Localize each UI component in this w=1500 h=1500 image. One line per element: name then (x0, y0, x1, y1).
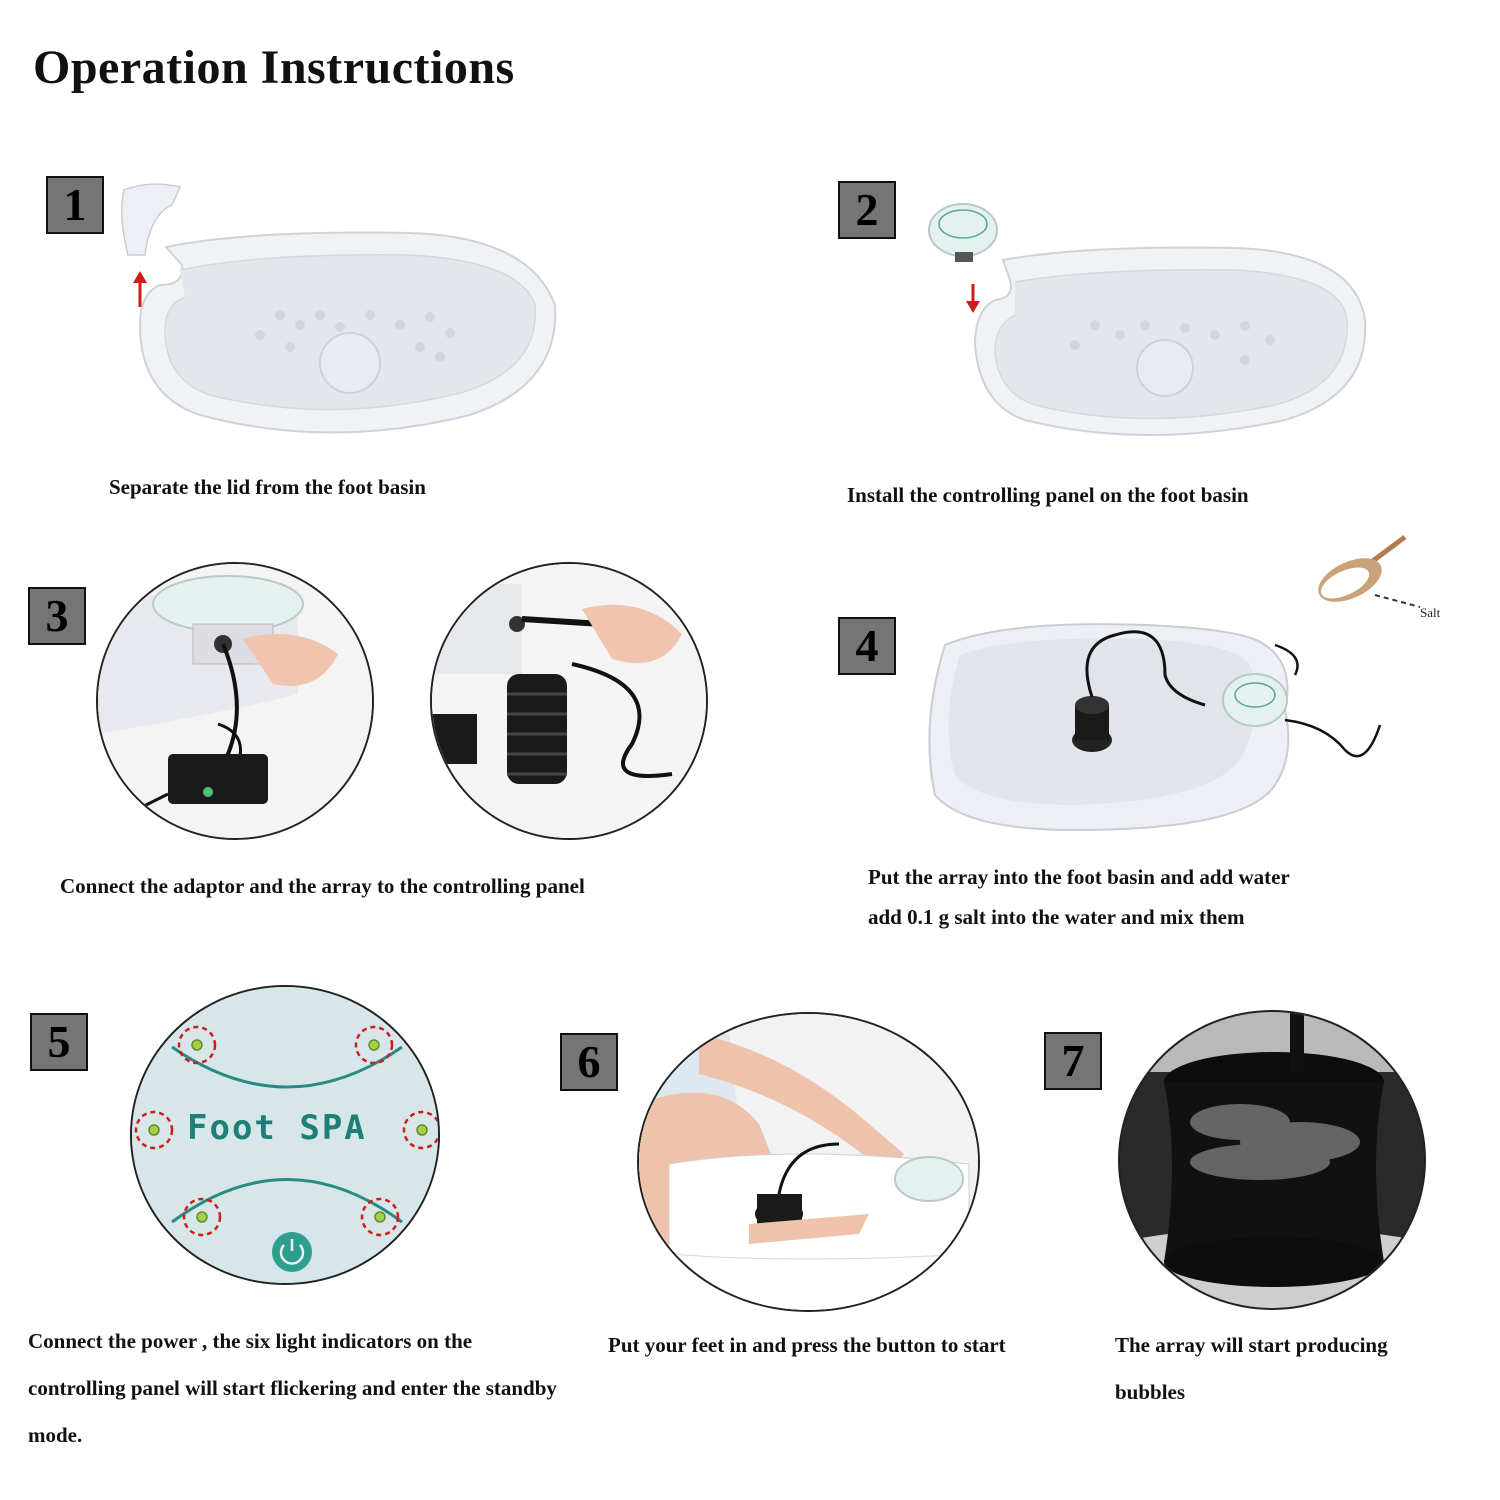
step-6-caption: Put your feet in and press the button to… (608, 1333, 1006, 1357)
step-2-caption: Install the controlling panel on the foo… (847, 483, 1249, 507)
step-7-badge: 7 (1044, 1032, 1102, 1090)
step-3-left-circle (96, 562, 374, 840)
step-3-right-circle (430, 562, 708, 840)
step-4-caption-line-1: Put the array into the foot basin and ad… (868, 865, 1290, 889)
arrow-down-icon (966, 284, 980, 313)
step-3-caption: Connect the adaptor and the array to the… (60, 874, 585, 898)
step-2-illustration (925, 200, 1375, 445)
step-4-caption-line-2: add 0.1 g salt into the water and mix th… (868, 905, 1245, 929)
salt-label: Salt (1420, 605, 1441, 620)
step-4-illustration (925, 535, 1465, 845)
page-title: Operation Instructions (33, 41, 515, 94)
step-1-illustration (110, 175, 570, 450)
step-6-badge: 6 (560, 1033, 618, 1091)
step-5-panel-closeup (130, 985, 440, 1285)
step-4-badge: 4 (838, 617, 896, 675)
step-1-caption: Separate the lid from the foot basin (109, 475, 426, 499)
step-5-badge: 5 (30, 1013, 88, 1071)
step-2-badge: 2 (838, 181, 896, 239)
step-7-illustration (1118, 1010, 1426, 1310)
foot-spa-panel-label: Foot SPA (187, 1108, 367, 1148)
step-1-badge: 1 (46, 176, 104, 234)
arrow-up-icon (133, 271, 147, 307)
power-icon (272, 1232, 312, 1272)
step-3-badge: 3 (28, 587, 86, 645)
step-7-caption: The array will start producing bubbles (1115, 1333, 1388, 1404)
step-6-illustration (637, 1012, 980, 1312)
step-5-caption: Connect the power , the six light indica… (28, 1329, 557, 1447)
